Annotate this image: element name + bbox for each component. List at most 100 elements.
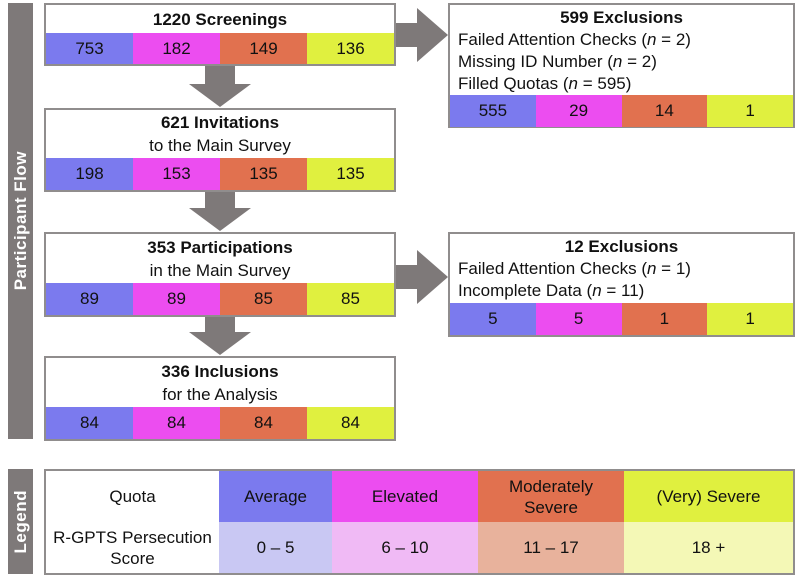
reason-n: n	[568, 74, 579, 93]
legend-table: Quota Average Elevated Moderately Severe…	[44, 469, 795, 575]
arrow-head	[417, 250, 448, 304]
exclusion-reason: Failed Attention Checks (n = 2)	[458, 29, 785, 51]
arrow-shaft	[205, 66, 235, 84]
segment-value: 5	[488, 309, 498, 328]
reason-n: n	[646, 259, 657, 278]
segment-value: 555	[478, 101, 508, 120]
screenings-box: 1220 Screenings 753 182 149 136	[44, 3, 396, 66]
arrow-head	[189, 84, 251, 107]
bar-segment-very-severe: 84	[307, 407, 394, 439]
exclusion-reason: Incomplete Data (n = 11)	[458, 280, 785, 302]
legend-cell-score-6-10: 6 – 10	[332, 522, 478, 573]
arrow-head	[417, 8, 448, 62]
exclusion-reason: Missing ID Number (n = 2)	[458, 51, 785, 73]
invitations-box: 621 Invitations to the Main Survey 198 1…	[44, 108, 396, 192]
segment-value: 149	[249, 38, 278, 58]
invitations-title: 621 Invitations	[160, 113, 280, 132]
invitations-bar: 198 153 135 135	[46, 158, 394, 190]
bar-segment-moderately-severe: 135	[220, 158, 307, 190]
bar-segment-average: 84	[46, 407, 133, 439]
bar-segment-moderately-severe: 149	[220, 33, 307, 64]
legend-cell-moderately-severe: Moderately Severe	[478, 471, 624, 522]
segment-value: 153	[162, 164, 191, 183]
reason-text: Missing ID Number (	[458, 52, 613, 71]
bar-segment-moderately-severe: 84	[220, 407, 307, 439]
segment-value: 1	[745, 309, 755, 328]
bar-segment-very-severe: 136	[307, 33, 394, 64]
bar-segment-moderately-severe: 14	[621, 95, 708, 127]
reason-count: = 11)	[601, 281, 645, 300]
bar-segment-moderately-severe: 1	[621, 303, 708, 335]
bar-segment-very-severe: 1	[707, 95, 793, 127]
segment-value: 1	[659, 309, 670, 328]
participant-flow-sidebar: Participant Flow	[8, 3, 33, 439]
screenings-title: 1220 Screenings	[152, 9, 288, 29]
bar-segment-elevated: 84	[133, 407, 220, 439]
segment-value: 84	[167, 413, 186, 432]
reason-n: n	[612, 52, 623, 71]
invitations-subtitle: to the Main Survey	[149, 136, 291, 155]
legend-cell-very-severe: (Very) Severe	[624, 471, 793, 522]
screenings-text: 1220 Screenings	[46, 5, 394, 33]
exclusions-12-text: 12 Exclusions Failed Attention Checks (n…	[450, 234, 793, 303]
bar-segment-elevated: 29	[535, 95, 622, 127]
invitations-text: 621 Invitations to the Main Survey	[46, 110, 394, 158]
inclusions-title: 336 Inclusions	[161, 361, 279, 381]
reason-count: = 1)	[656, 259, 691, 278]
participations-text: 353 Participations in the Main Survey	[46, 234, 394, 283]
exclusions-599-title: 599 Exclusions	[560, 8, 683, 27]
bar-segment-average: 89	[46, 283, 133, 315]
bar-segment-very-severe: 85	[307, 283, 394, 315]
bar-segment-elevated: 89	[133, 283, 220, 315]
arrow-right-to-12-exclusions	[396, 250, 448, 304]
legend-cell-score-18-plus: 18 +	[624, 522, 793, 573]
bar-segment-elevated: 5	[535, 303, 622, 335]
arrow-shaft	[205, 317, 235, 332]
participations-subtitle: in the Main Survey	[149, 260, 291, 280]
exclusions-599-box: 599 Exclusions Failed Attention Checks (…	[448, 3, 795, 128]
segment-value: 84	[341, 413, 360, 432]
reason-n: n	[592, 281, 602, 300]
segment-value: 85	[254, 289, 273, 308]
legend-sidebar: Legend	[8, 469, 33, 574]
segment-value: 1	[745, 101, 755, 120]
inclusions-box: 336 Inclusions for the Analysis 84 84 84…	[44, 356, 396, 441]
reason-text: Failed Attention Checks (	[458, 259, 647, 278]
bar-segment-average: 198	[46, 158, 133, 190]
screenings-bar: 753 182 149 136	[46, 33, 394, 64]
inclusions-text: 336 Inclusions for the Analysis	[46, 358, 394, 407]
segment-value: 89	[80, 289, 99, 308]
bar-segment-very-severe: 1	[707, 303, 793, 335]
bar-segment-very-severe: 135	[307, 158, 394, 190]
reason-n: n	[646, 30, 657, 49]
arrow-shaft	[205, 192, 235, 208]
segment-value: 84	[254, 413, 273, 432]
segment-value: 89	[167, 289, 186, 308]
reason-count: = 2)	[656, 30, 691, 49]
arrow-head	[189, 332, 251, 355]
arrow-right-to-599-exclusions	[396, 8, 448, 62]
arrow-shaft	[396, 23, 417, 47]
exclusion-reason: Filled Quotas (n = 595)	[458, 73, 785, 95]
participations-bar: 89 89 85 85	[46, 283, 394, 315]
arrow-head	[189, 208, 251, 231]
reason-text: Filled Quotas (	[458, 74, 569, 93]
segment-value: 182	[162, 38, 191, 58]
legend-quota-label: Quota	[109, 487, 156, 506]
exclusions-12-box: 12 Exclusions Failed Attention Checks (n…	[448, 232, 795, 337]
bar-segment-elevated: 153	[133, 158, 220, 190]
segment-value: 14	[654, 101, 674, 120]
legend-quota-row: Quota Average Elevated Moderately Severe…	[46, 471, 793, 522]
bar-segment-elevated: 182	[133, 33, 220, 64]
segment-value: 753	[75, 38, 104, 58]
bar-segment-moderately-severe: 85	[220, 283, 307, 315]
segment-value: 198	[75, 164, 104, 183]
exclusions-599-text: 599 Exclusions Failed Attention Checks (…	[450, 5, 793, 95]
legend-cell-average: Average	[219, 471, 332, 522]
arrow-down-to-invitations	[189, 66, 251, 107]
reason-text: Failed Attention Checks (	[458, 30, 647, 49]
exclusion-reason: Failed Attention Checks (n = 1)	[458, 258, 785, 280]
inclusions-subtitle: for the Analysis	[162, 384, 278, 404]
arrow-down-to-participations	[189, 192, 251, 231]
